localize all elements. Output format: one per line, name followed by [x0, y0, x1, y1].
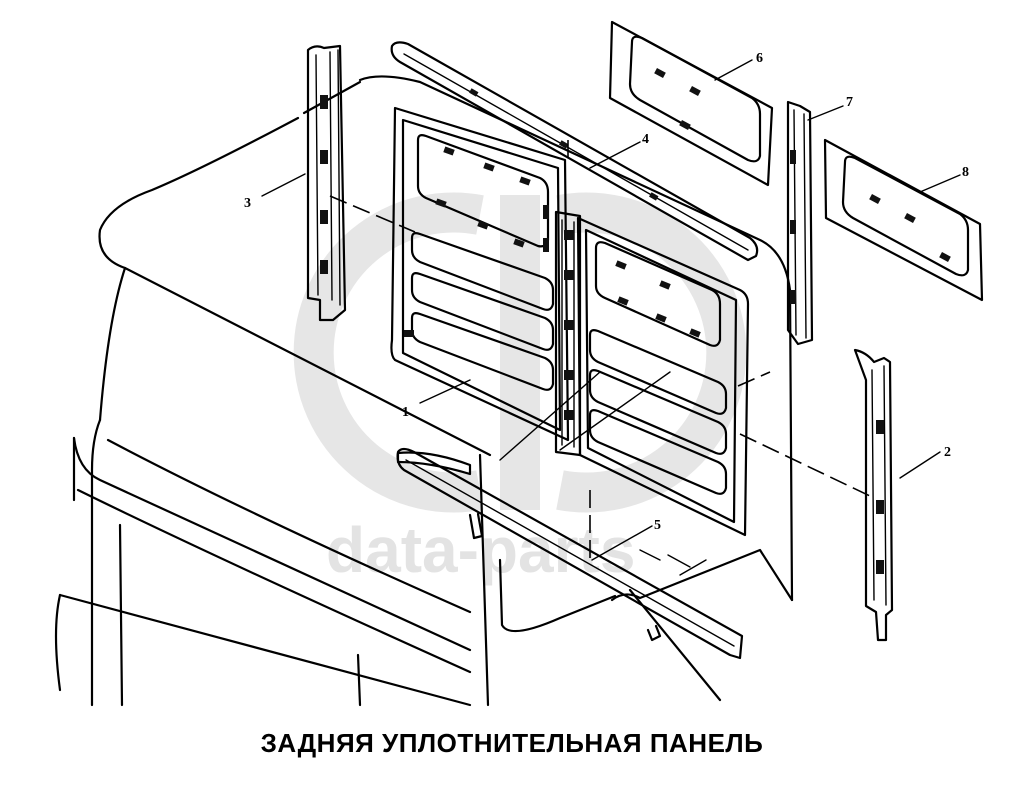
part-2-right-post [853, 348, 894, 642]
exploded-assembly-diagram: data-parts [54, 20, 984, 707]
part-7-vertical-strip [786, 100, 814, 346]
part-6-frame [608, 20, 774, 187]
callout-5: 5 [654, 518, 661, 533]
callout-3: 3 [244, 196, 251, 211]
callout-8: 8 [962, 165, 969, 180]
callout-2: 2 [944, 445, 951, 460]
part-4-upper-strip [390, 41, 759, 262]
part-3-left-post [306, 44, 347, 322]
part-8-frame [823, 138, 984, 302]
watermark-logo [293, 192, 747, 513]
part-5-lower-strip [396, 447, 744, 660]
cab-body [54, 75, 794, 707]
part-1-seal-panel [390, 106, 570, 476]
diagram-caption: ЗАДНЯЯ УПЛОТНИТЕЛЬНАЯ ПАНЕЛЬ [260, 728, 764, 758]
part-1-seal-panel-right [576, 216, 750, 537]
callout-labels: 1 2 3 4 5 6 7 8 [244, 51, 969, 533]
leader-lines [261, 59, 961, 561]
callout-7: 7 [846, 95, 853, 110]
alignment-lines [329, 140, 871, 560]
watermark: data-parts [293, 192, 747, 586]
callout-4: 4 [642, 132, 649, 147]
callout-1: 1 [402, 405, 409, 420]
callout-6: 6 [756, 51, 763, 66]
